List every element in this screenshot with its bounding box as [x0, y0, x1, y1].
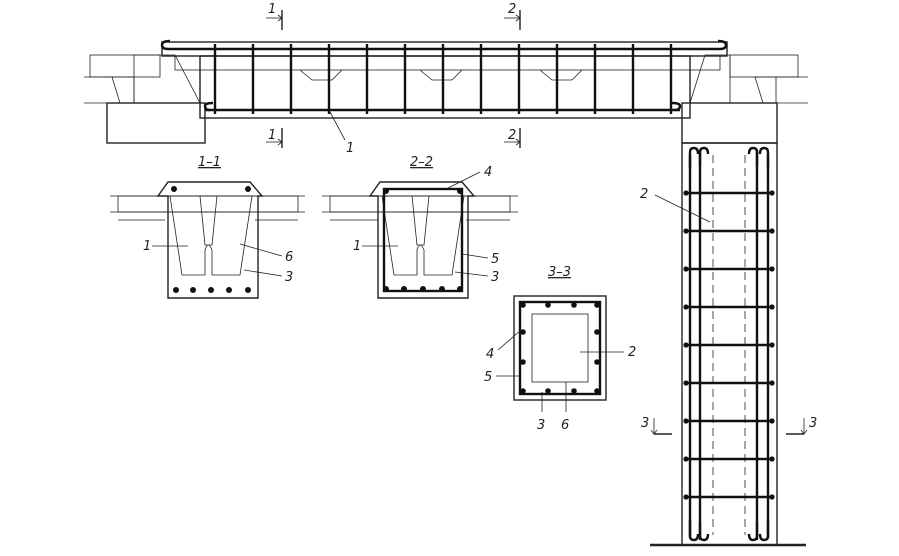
- s33-callout-2: 2: [628, 345, 636, 360]
- s33-callout-3: 3: [537, 418, 545, 433]
- s33-callout-4: 4: [486, 347, 494, 362]
- cut-1-top-label: 1: [268, 2, 276, 17]
- cut-mark-3: 3 3: [641, 416, 817, 435]
- s22-callout-3: 3: [491, 270, 499, 285]
- column-ties: [686, 191, 772, 499]
- column-elevation: 2 3 3: [640, 142, 817, 547]
- cut-3-right-label: 3: [809, 416, 817, 431]
- beam-stirrups: [213, 44, 673, 114]
- cut-1-bottom-label: 1: [268, 128, 276, 143]
- cut-2-top-label: 2: [508, 2, 516, 17]
- cut-3-left-label: 3: [641, 416, 649, 431]
- s33-callout-5: 5: [484, 370, 492, 385]
- s11-callout-3: 3: [285, 270, 293, 285]
- cut-mark-1: 1 1: [266, 2, 283, 148]
- s22-callout-4: 4: [484, 165, 492, 180]
- section-2-2-title: 2–2: [410, 155, 433, 170]
- section-1-1: 1–1 1 6 3: [110, 155, 305, 299]
- s33-callout-6: 6: [561, 418, 569, 433]
- section-2-2: 2–2 4 1 5 3: [322, 155, 518, 299]
- section-3-3-title: 3–3: [548, 265, 571, 280]
- section-3-3: 3–3 4 2 5 3 6: [484, 265, 636, 433]
- callout-beam-1: 1: [346, 141, 354, 156]
- cut-2-bottom-label: 2: [508, 128, 516, 143]
- cut-mark-2: 2 2: [504, 2, 521, 148]
- callout-column-2: 2: [640, 187, 648, 202]
- s11-callout-6: 6: [285, 250, 293, 265]
- beam-elevation: 1 1 2 2 1: [84, 2, 808, 156]
- s22-callout-1: 1: [353, 239, 361, 254]
- section-1-1-title: 1–1: [198, 155, 221, 170]
- s11-callout-1: 1: [143, 239, 151, 254]
- s22-callout-5: 5: [491, 252, 499, 267]
